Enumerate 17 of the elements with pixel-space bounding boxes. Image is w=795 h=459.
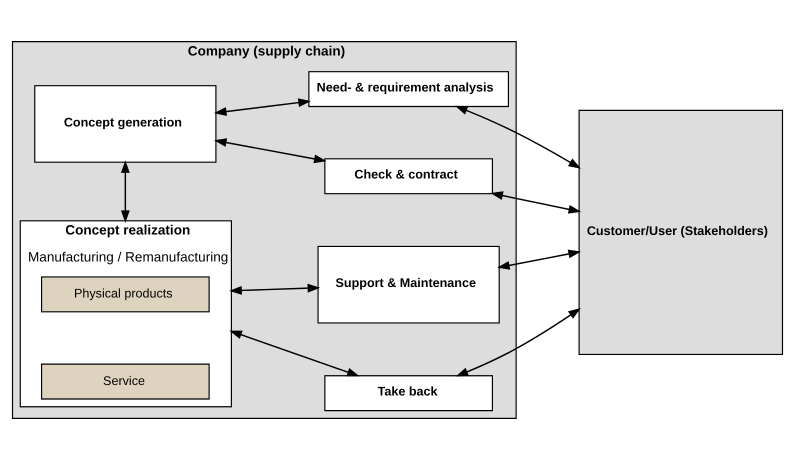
arrow [456,307,581,376]
node-box: Need- & requirement analysis [308,70,509,107]
arrow [454,105,581,168]
node-box: Support & Maintenance [318,245,500,324]
arrow [229,330,360,376]
node-box: Service [41,363,210,400]
node-box: Take back [324,374,493,411]
arrow [214,98,311,116]
node-box: Customer/User (Stakeholders) [578,109,784,355]
node-box: Physical products [41,276,210,312]
arrow [229,283,320,294]
node-box: Check & contract [324,158,493,194]
arrow [490,190,582,214]
arrow [497,249,581,270]
arrow [120,160,130,222]
node-box: Concept generation [34,84,216,162]
arrow [214,138,327,163]
